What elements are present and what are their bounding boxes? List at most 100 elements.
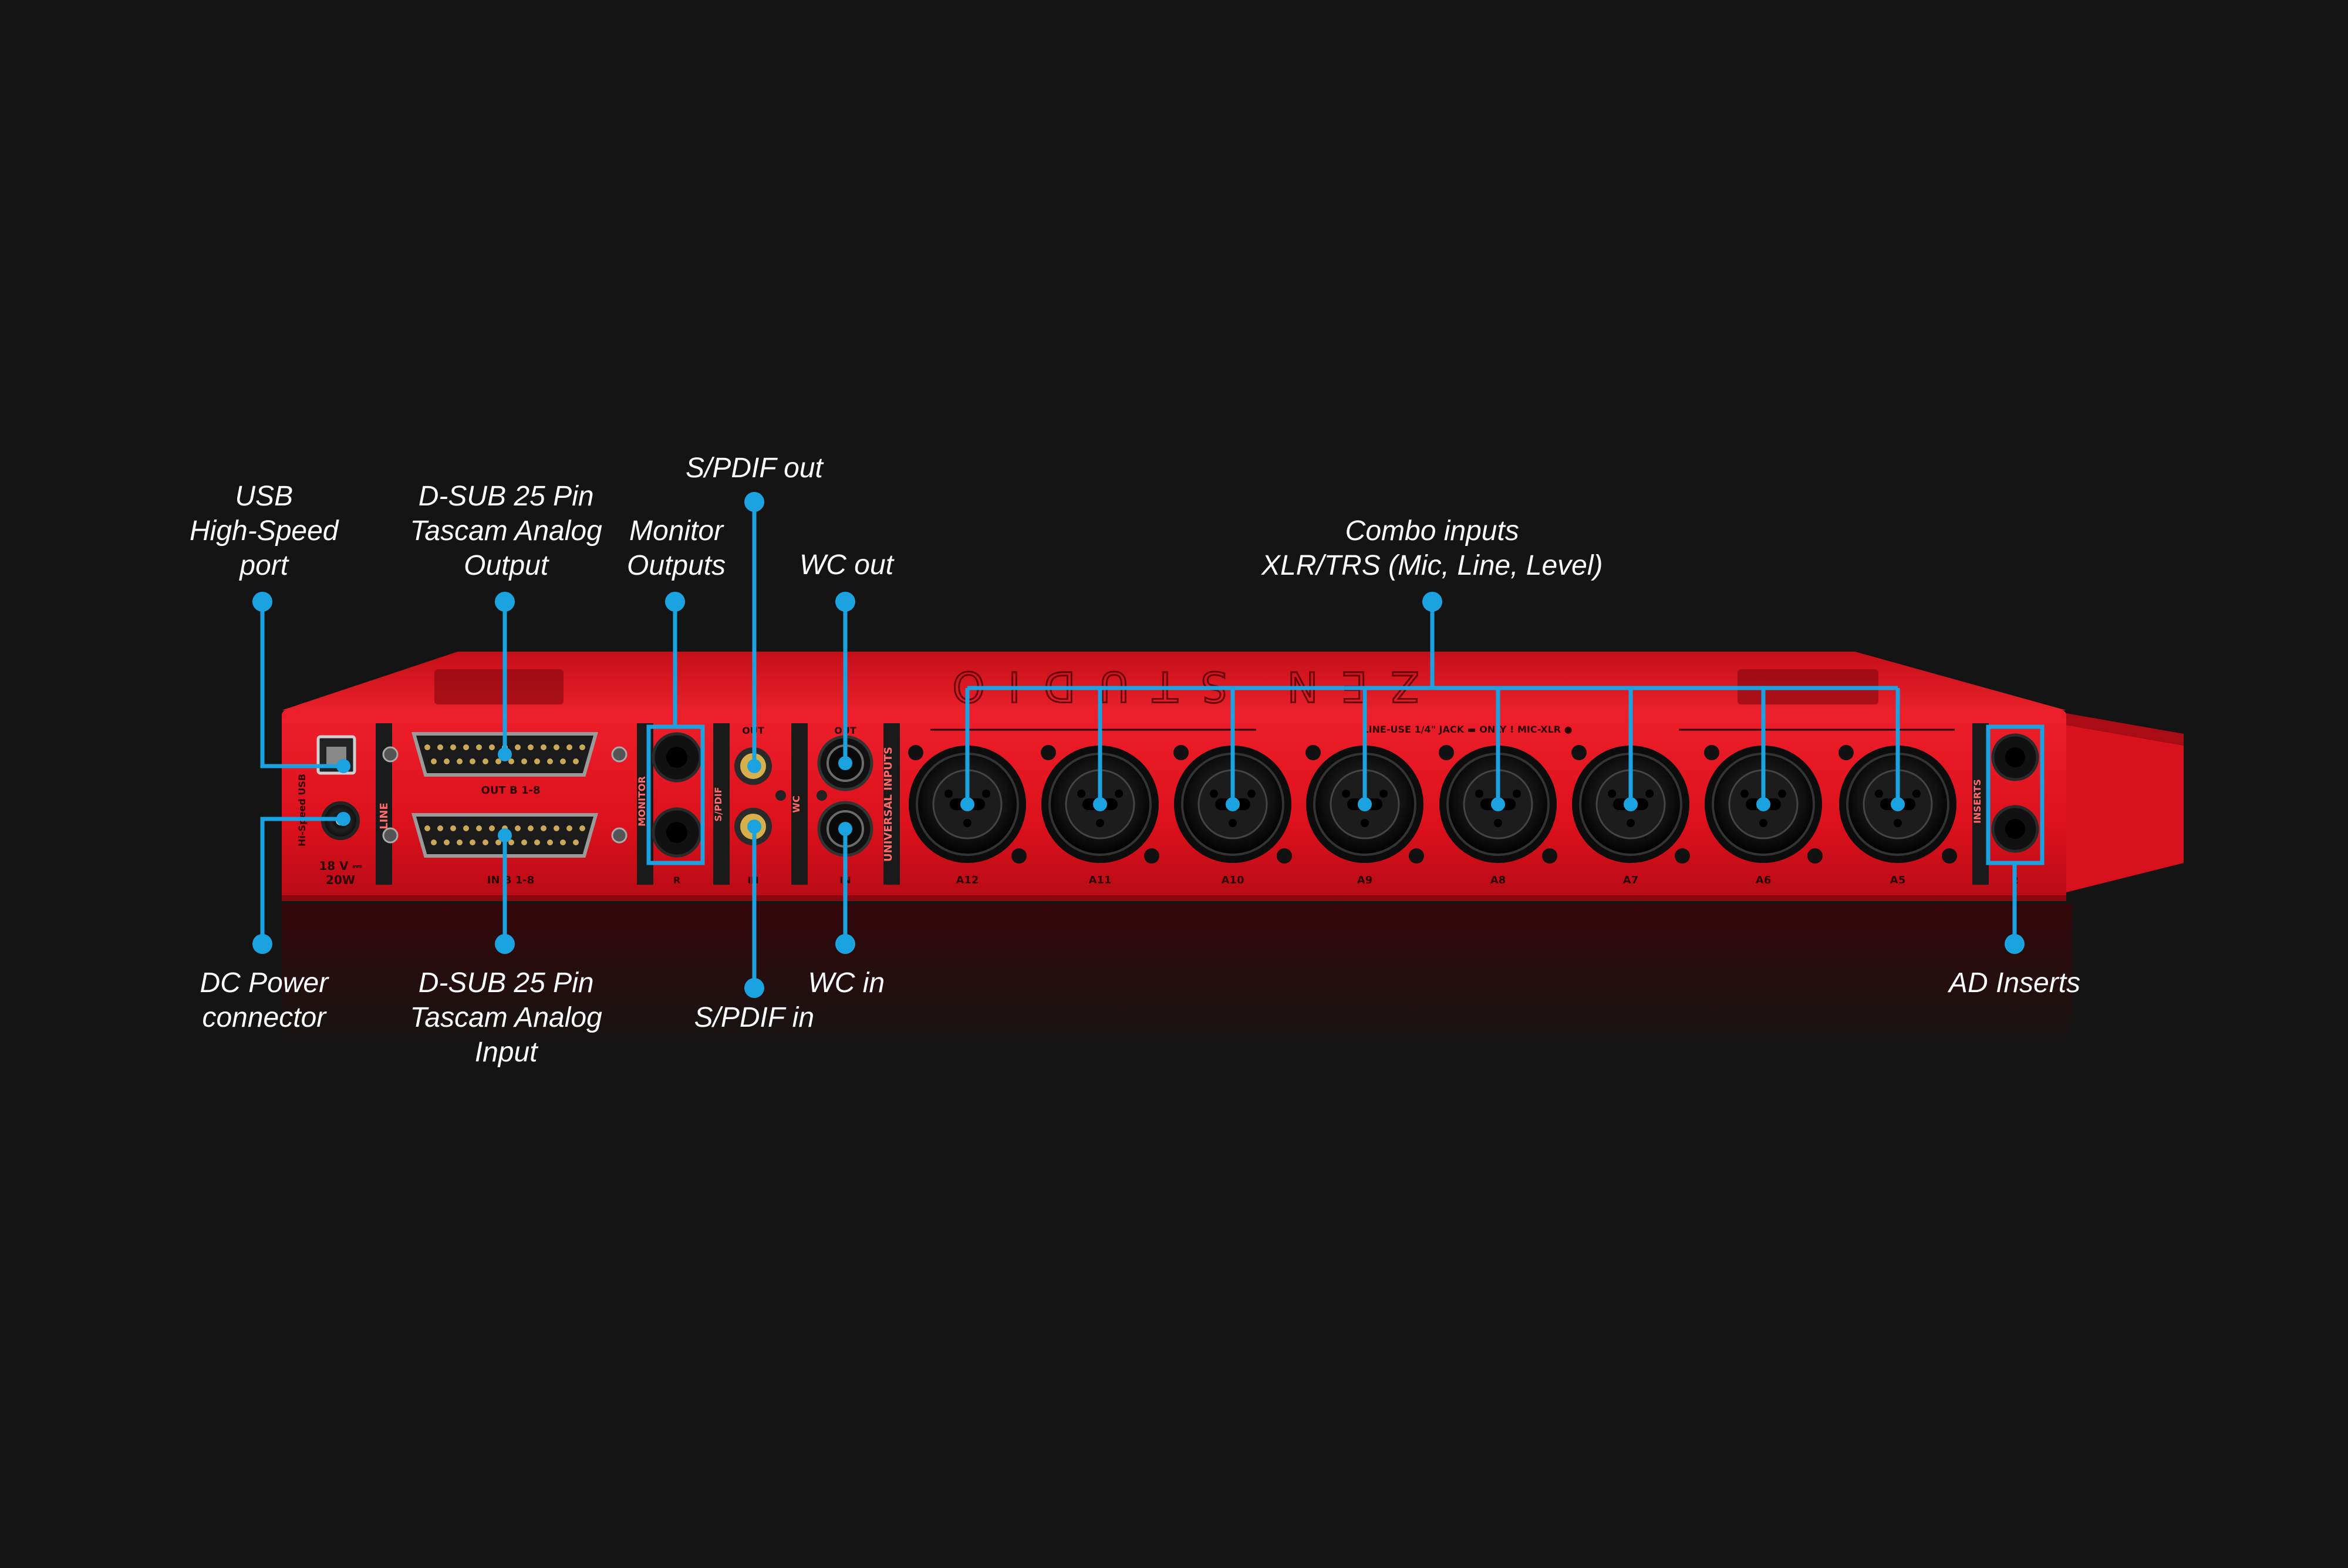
monitor-tag: MONITOR <box>636 776 647 827</box>
dsub-in-connector-pin <box>470 839 475 845</box>
dsub-in-connector-pin <box>431 839 437 845</box>
combo-xlr-pin <box>1740 790 1749 798</box>
combo-screw <box>1277 848 1292 864</box>
combo-label: A11 <box>1089 874 1112 886</box>
callout-text-line: Tascam Analog <box>410 515 602 547</box>
combo-screw <box>1041 745 1056 760</box>
combo-xlr-pin <box>1096 819 1104 827</box>
power-rating-voltage: 18 V ⎓ <box>319 859 362 873</box>
combo-callout-end <box>960 797 974 811</box>
dsub-out-callout-end <box>498 747 512 761</box>
chassis-top <box>282 652 2066 710</box>
combo-screw <box>1305 745 1321 760</box>
dsub-in-connector-pin <box>463 825 469 831</box>
combo-screw <box>1807 848 1823 864</box>
combo-xlr-pin <box>1494 819 1502 827</box>
callout-text-line: Monitor <box>629 515 724 547</box>
callout-inserts-label: AD Inserts <box>1949 966 2080 1000</box>
callout-spdif-out-label: S/PDIF out <box>686 451 823 485</box>
inserts-callout-box <box>1986 724 2045 865</box>
dsub-out-connector-screw-right <box>611 746 628 763</box>
combo-label: A12 <box>956 874 979 886</box>
combo-label: A9 <box>1357 874 1372 886</box>
dsub-in-connector-pin <box>579 825 585 831</box>
universal-inputs-tag: UNIVERSAL INPUTS <box>882 747 895 862</box>
dsub-out-connector-pin <box>560 758 566 764</box>
combo-label: A8 <box>1490 874 1506 886</box>
dsub-out-connector-pin <box>495 758 501 764</box>
dsub-in-connector-pin <box>495 839 501 845</box>
dsub-out-connector-pin <box>573 758 579 764</box>
combo-screw <box>1542 848 1557 864</box>
combo-xlr-pin <box>1645 790 1654 798</box>
callout-text-line: connector <box>202 1002 326 1033</box>
dsub-out-connector-screw-left <box>382 746 399 763</box>
dsub-in-callout-end <box>498 828 512 842</box>
dsub-in-connector-pin <box>489 825 495 831</box>
dsub-out-label: OUT B 1-8 <box>481 784 541 797</box>
combo-xlr-pin <box>1778 790 1786 798</box>
callout-text-line: Tascam Analog <box>410 1002 602 1033</box>
power-rating-watts: 20W <box>326 873 355 887</box>
dsub-out-connector-pin <box>483 758 488 764</box>
spdif-out-callout-end <box>747 759 761 773</box>
dsub-out-connector-pin <box>444 758 450 764</box>
usb-callout-line <box>260 602 343 768</box>
usb-callout-end <box>336 759 350 773</box>
rack-side-top <box>2066 713 2184 746</box>
dsub-out-connector-pin <box>566 744 572 750</box>
dsub-out-connector-pin <box>541 744 546 750</box>
dsub-out-connector-pin <box>424 744 430 750</box>
combo-xlr-pin <box>1759 819 1767 827</box>
combo-screw <box>908 745 923 760</box>
dsub-in-connector-pin <box>534 839 540 845</box>
combo-xlr-pin <box>1342 790 1350 798</box>
callout-wc-out-label: WC out <box>799 548 893 582</box>
callout-text-line: D-SUB 25 Pin <box>418 967 594 999</box>
monitor-sub: R <box>673 875 680 886</box>
dsub-in-connector-screw-right <box>611 827 628 844</box>
dsub-out-connector-pin <box>521 758 527 764</box>
monitor-right-jack-icon-hole <box>666 822 687 843</box>
combo-xlr-pin <box>1513 790 1521 798</box>
combo-callout-end <box>1756 797 1770 811</box>
dsub-out-connector-pin <box>554 744 559 750</box>
strip-wc <box>791 723 808 885</box>
vent-grille-left <box>434 669 564 704</box>
callout-text-line: WC out <box>799 549 894 581</box>
combo-xlr-pin <box>1229 819 1237 827</box>
dsub-in-connector-pin <box>573 839 579 845</box>
callout-spdif-in-label: S/PDIF in <box>694 1000 815 1035</box>
inserts-tag: INSERTS <box>1972 779 1983 824</box>
callout-text-line: DC Power <box>200 967 329 999</box>
callout-text-line: port <box>239 550 289 581</box>
dsub-out-connector-pin <box>489 744 495 750</box>
combo-xlr-pin <box>1894 819 1902 827</box>
floor-reflection <box>282 904 2072 1045</box>
combo-xlr-pin <box>963 819 971 827</box>
callout-text-line: USB <box>235 481 294 512</box>
combo-xlr-pin <box>1627 819 1635 827</box>
dsub-in-connector-pin <box>554 825 559 831</box>
combo-xlr-pin <box>1608 790 1616 798</box>
combo-screw <box>1838 745 1854 760</box>
combo-screw <box>1571 745 1587 760</box>
usb-tag: Hi-Speed USB <box>296 774 308 847</box>
combo-xlr-pin <box>944 790 953 798</box>
callout-text-line: WC in <box>808 967 885 999</box>
dsub-out-connector-pin <box>534 758 540 764</box>
combo-xlr-pin <box>1115 790 1123 798</box>
strip-spdif <box>713 723 730 885</box>
dsub-out-connector-pin <box>547 758 553 764</box>
combo-screw <box>1942 848 1957 864</box>
wc-tag: WC <box>791 795 802 812</box>
callout-text-line: AD Inserts <box>1949 967 2081 999</box>
combo-callout-end <box>1624 797 1638 811</box>
combo-label: A6 <box>1756 874 1771 886</box>
